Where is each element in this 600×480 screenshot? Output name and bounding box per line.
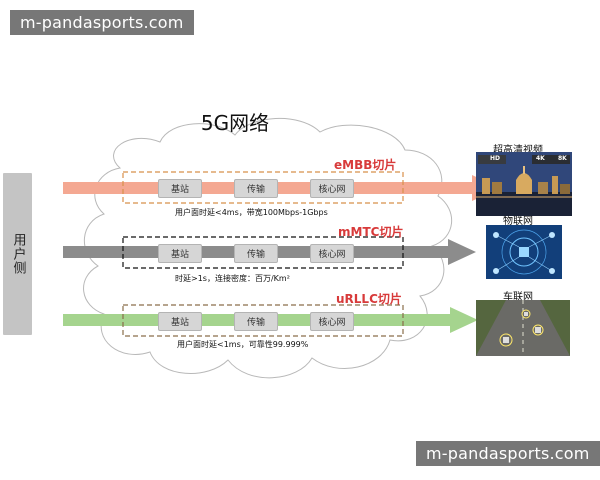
app-label-uhd-video: 超高清视频 (493, 145, 543, 156)
urllc-node-base-station: 基站 (158, 312, 202, 331)
urllc-slice-label: uRLLC切片 (336, 292, 402, 306)
urllc-slice-box (122, 304, 404, 337)
urllc-node-transport: 传输 (234, 312, 278, 331)
city-skyline-icon (476, 152, 572, 216)
connected-vehicles-image (476, 300, 570, 356)
watermark-top: m-pandasports.com (10, 10, 194, 35)
iot-network-icon (486, 225, 562, 279)
embb-slice-box (122, 171, 404, 204)
app-label-connected-vehicles: 车联网 (503, 292, 533, 303)
8k-badge: 8K (558, 155, 567, 162)
mmtc-caption: 时延>1s，连接密度：百万/Km² (175, 274, 290, 283)
user-side-label: 用户侧 (10, 233, 26, 275)
embb-node-core-network: 核心网 (310, 179, 354, 198)
watermark-bottom: m-pandasports.com (416, 441, 600, 466)
embb-slice-label: eMBB切片 (334, 158, 397, 172)
diagram-title: 5G网络 (200, 111, 270, 135)
mmtc-node-core-network: 核心网 (310, 244, 354, 263)
embb-arrow (63, 175, 500, 201)
mmtc-node-transport: 传输 (234, 244, 278, 263)
4k-badge: 4K (536, 155, 545, 162)
embb-caption: 用户面时延<4ms，带宽100Mbps-1Gbps (175, 208, 328, 217)
mmtc-node-base-station: 基站 (158, 244, 202, 263)
iot-image (486, 225, 562, 279)
uhd-video-image: HD 4K 8K (476, 152, 572, 216)
app-label-iot: 物联网 (503, 216, 533, 227)
urllc-node-core-network: 核心网 (310, 312, 354, 331)
mmtc-slice-label: mMTC切片 (338, 225, 404, 239)
mmtc-slice-box (122, 236, 404, 269)
urllc-caption: 用户面时延<1ms，可靠性99.999% (177, 340, 309, 349)
hd-badge: HD (490, 155, 501, 162)
user-side-box: 用户侧 (3, 173, 32, 335)
road-traffic-icon (476, 300, 570, 356)
embb-node-base-station: 基站 (158, 179, 202, 198)
embb-node-transport: 传输 (234, 179, 278, 198)
